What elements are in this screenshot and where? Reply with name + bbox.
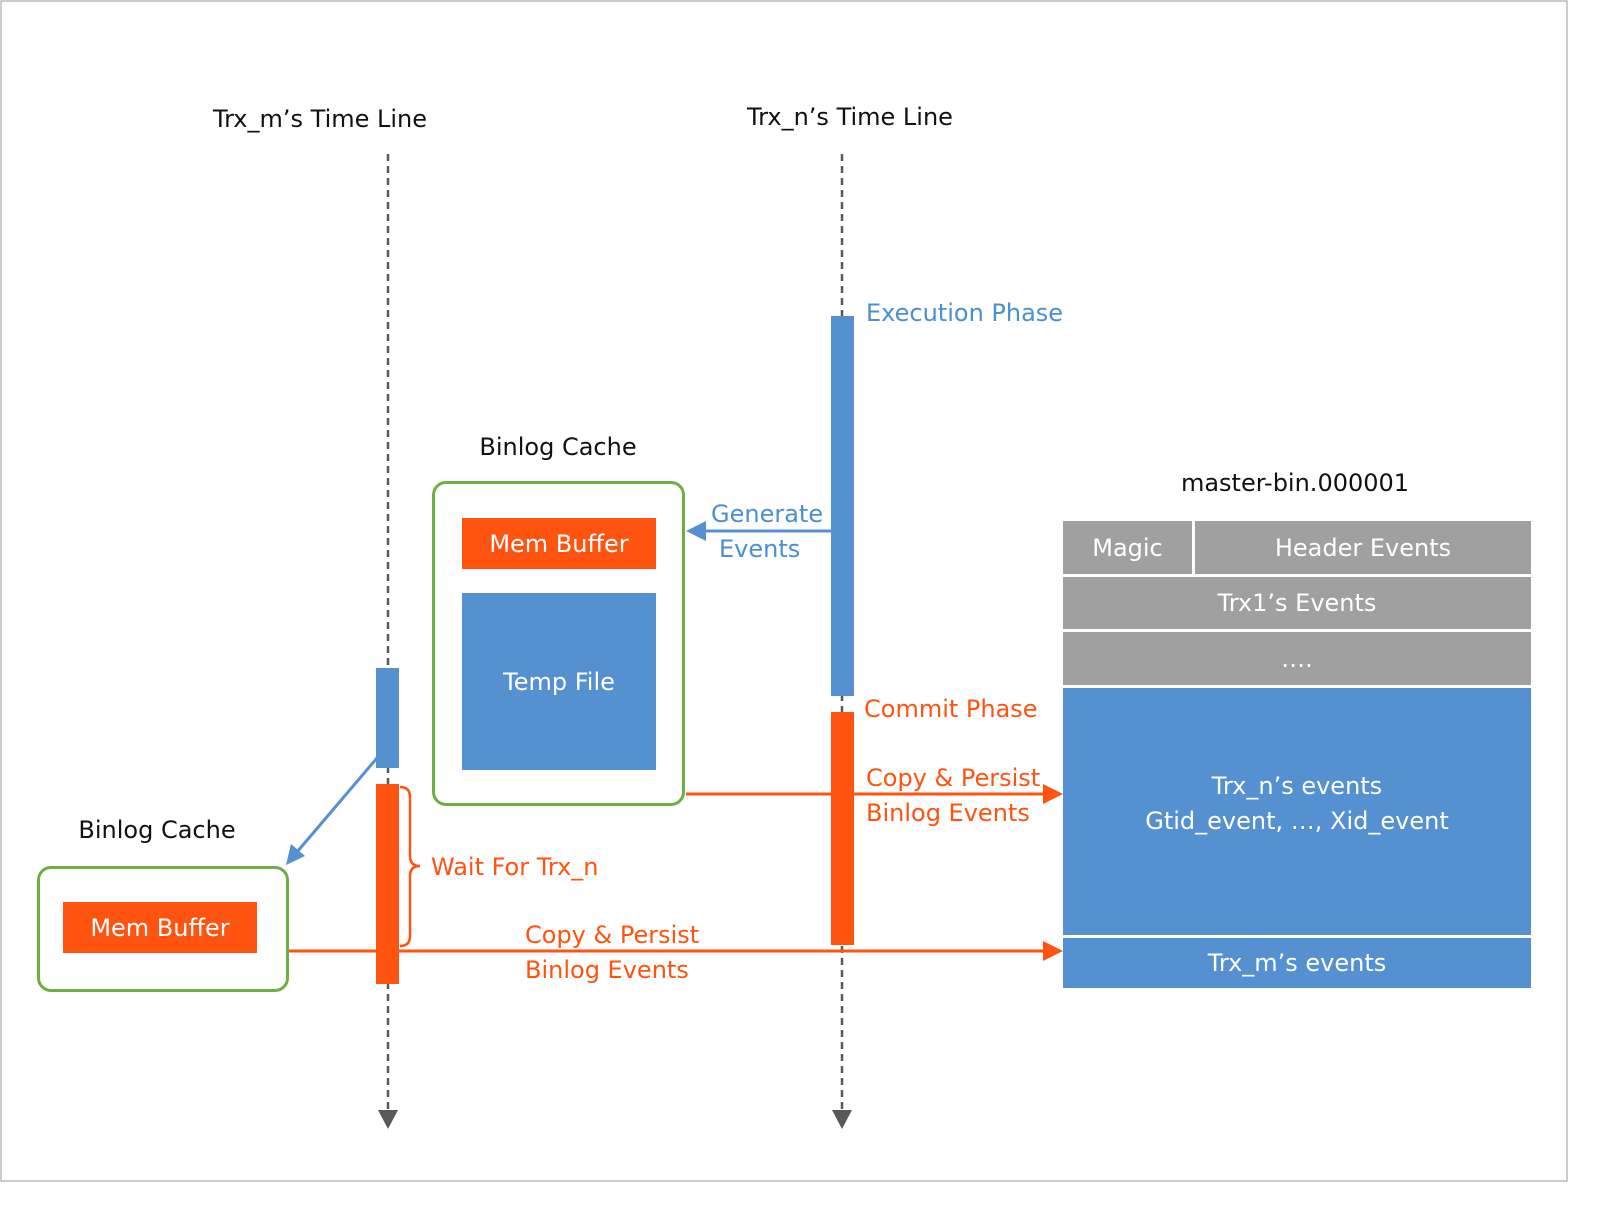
copy-persist-n-line1: Copy & Persist (866, 764, 1041, 792)
trx-m-execution-bar (376, 668, 399, 768)
binlog-trx-n-events-line1: Trx_n’s events (1211, 771, 1383, 800)
binlog-magic-cell: Magic (1063, 521, 1192, 574)
cache-m-mem-buffer-label: Mem Buffer (90, 913, 230, 942)
trx-m-commit-bar (376, 784, 399, 984)
generate-label-line1: Generate (711, 500, 824, 528)
binlog-trx1-events-label: Trx1’s Events (1217, 589, 1377, 617)
trx-n-execution-bar (831, 316, 854, 696)
trx-n-commit-bar (831, 712, 854, 945)
cache-m-title: Binlog Cache (78, 816, 236, 844)
cache-n-frame (432, 481, 685, 806)
trx-m-cache-arrow (295, 757, 379, 853)
execution-phase-label: Execution Phase (866, 299, 1064, 327)
outer-border (0, 0, 1568, 1182)
cache-m-mem-buffer: Mem Buffer (63, 902, 257, 953)
copy-persist-m-line1: Copy & Persist (525, 921, 700, 949)
trx-m-timeline-title: Trx_m’s Time Line (212, 105, 428, 133)
wait-for-trx-n-label: Wait For Trx_n (431, 853, 599, 881)
binlog-trx1-events-cell: Trx1’s Events (1063, 577, 1531, 629)
copy-persist-m-arrowhead (1043, 941, 1063, 961)
copy-persist-n-arrowhead (1043, 784, 1063, 804)
copy-persist-m-line2: Binlog Events (525, 956, 689, 984)
binlog-ellipsis-cell: …. (1063, 632, 1531, 685)
binlog-trx-m-events-cell: Trx_m’s events (1063, 938, 1531, 988)
trx-m-cache-arrowhead (286, 844, 305, 865)
cache-n-mem-buffer-label: Mem Buffer (489, 529, 629, 558)
binlog-magic-label: Magic (1092, 533, 1163, 562)
trx-n-timeline-title: Trx_n’s Time Line (747, 103, 953, 131)
binlog-file-name: master-bin.000001 (1180, 469, 1410, 497)
binlog-header-events-cell: Header Events (1195, 521, 1531, 574)
cache-n-mem-buffer: Mem Buffer (462, 518, 656, 569)
binlog-trx-n-events-line2: Gtid_event, …, Xid_event (1145, 806, 1449, 835)
generate-label-line2: Events (719, 535, 801, 563)
generate-events-arrowhead (686, 521, 706, 541)
commit-phase-label: Commit Phase (864, 695, 1038, 723)
binlog-trx-m-events-label: Trx_m’s events (1207, 949, 1387, 977)
cache-m-frame (37, 866, 289, 992)
cache-n-temp-file-label: Temp File (503, 667, 615, 696)
trx-n-timeline-arrowhead (832, 1110, 852, 1129)
cache-n-title: Binlog Cache (479, 433, 637, 461)
cache-n-temp-file: Temp File (462, 593, 656, 770)
binlog-header-events-label: Header Events (1274, 533, 1452, 562)
copy-persist-n-line2: Binlog Events (866, 799, 1030, 827)
wait-brace (399, 785, 421, 948)
binlog-trx-n-events-cell: Trx_n’s events Gtid_event, …, Xid_event (1063, 688, 1531, 935)
binlog-ellipsis-label: …. (1281, 644, 1313, 673)
trx-m-timeline-arrowhead (378, 1110, 398, 1129)
